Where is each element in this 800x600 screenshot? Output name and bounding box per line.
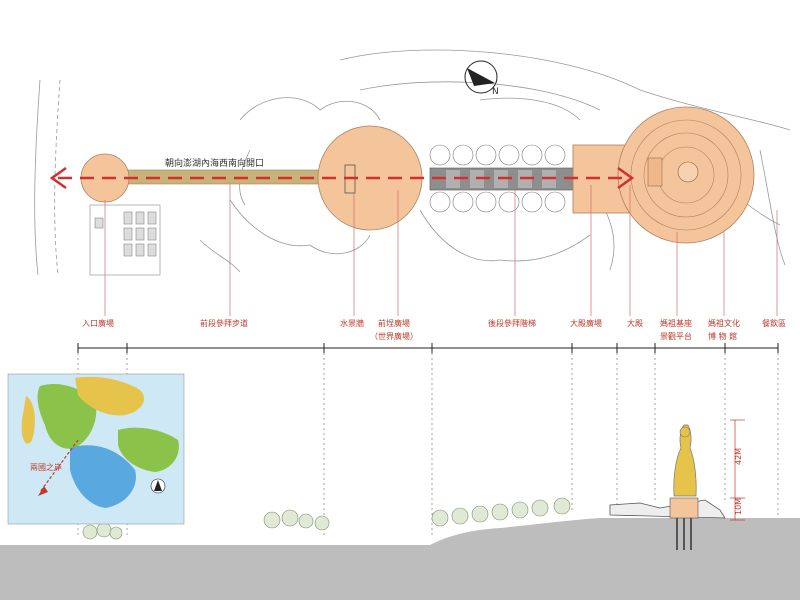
height-upper-label: 42M <box>734 448 743 465</box>
label-museum-2: 博 物 館 <box>708 331 737 341</box>
label-rear-steps: 後段參拜階梯 <box>488 318 536 328</box>
label-front-walkway: 前段參拜步道 <box>200 318 248 328</box>
label-base-1: 媽祖基座 <box>660 318 692 328</box>
north-arrow-icon: N <box>464 60 499 97</box>
section-temple <box>609 497 726 550</box>
label-front-plaza-2: （世界廣場） <box>370 331 418 341</box>
svg-text:N: N <box>492 87 499 97</box>
dimension-line <box>77 343 779 353</box>
label-main-plaza: 大殿廣場 <box>570 318 602 328</box>
tree-rows <box>429 144 566 213</box>
terrain-outlines <box>34 49 791 276</box>
inset-map: 兩國之岸 <box>7 373 185 525</box>
walkway-caption: 朝向澎湖內海西南向開口 <box>165 157 264 169</box>
label-base-2: 景觀平台 <box>660 331 692 341</box>
main-axis-line <box>49 166 635 190</box>
leader-lines <box>104 184 778 316</box>
label-water-wall: 水景牆 <box>340 318 364 328</box>
label-front-plaza-1: 前埕廣場 <box>378 318 410 328</box>
main-temple-building <box>617 106 755 244</box>
parking-lots <box>89 204 161 276</box>
mazu-statue <box>673 424 697 497</box>
section-ground <box>0 518 800 600</box>
label-museum-1: 媽祖文化 <box>708 318 740 328</box>
label-main-hall: 大殿 <box>627 318 643 328</box>
height-dimension <box>730 419 745 521</box>
height-lower-label: 10M <box>734 498 743 515</box>
label-entrance: 入口廣場 <box>82 318 114 328</box>
label-dining: 餐飲區 <box>762 318 786 328</box>
inset-direction-text: 兩國之岸 <box>30 462 62 472</box>
